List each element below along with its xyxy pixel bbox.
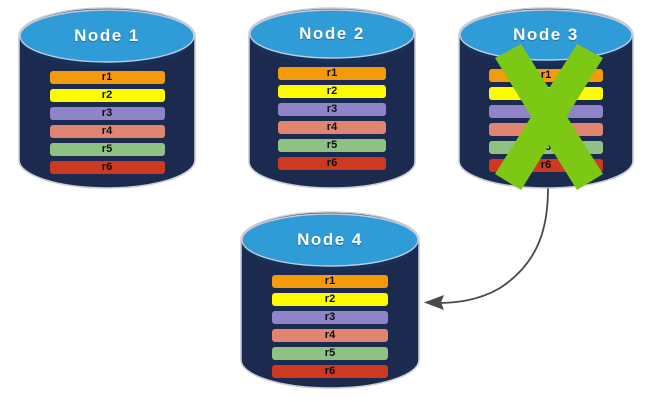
row-r4: r4: [489, 123, 603, 136]
cylinder-top: [459, 9, 633, 61]
row-r2: r2: [278, 85, 386, 98]
node-3-rows: r1 r2 r3 r4 r5 r6: [458, 69, 634, 172]
row-r6: r6: [489, 159, 603, 172]
row-r5: r5: [489, 141, 603, 154]
row-r1: r1: [272, 275, 388, 288]
row-r3: r3: [489, 105, 603, 118]
row-r3: r3: [272, 311, 388, 324]
row-r3: r3: [49, 107, 165, 120]
row-r1: r1: [49, 71, 165, 84]
row-r1: r1: [278, 67, 386, 80]
row-r1: r1: [489, 69, 603, 82]
row-r5: r5: [272, 347, 388, 360]
row-r6: r6: [49, 161, 165, 174]
node-1-rows: r1 r2 r3 r4 r5 r6: [18, 71, 196, 174]
row-r4: r4: [49, 125, 165, 138]
row-r2: r2: [272, 293, 388, 306]
row-r2: r2: [49, 89, 165, 102]
row-r3: r3: [278, 103, 386, 116]
node-2-rows: r1 r2 r3 r4 r5 r6: [248, 67, 416, 170]
node-4-rows: r1 r2 r3 r4 r5 r6: [240, 275, 420, 378]
cylinder-top: [249, 9, 415, 59]
arrow-line: [435, 188, 549, 304]
row-r4: r4: [272, 329, 388, 342]
row-r6: r6: [272, 365, 388, 378]
row-r2: r2: [489, 87, 603, 100]
cylinder-top: [241, 213, 419, 267]
row-r5: r5: [278, 139, 386, 152]
row-r5: r5: [49, 143, 165, 156]
cylinder-top: [19, 9, 195, 63]
arrow-head-icon: [424, 295, 444, 310]
row-r4: r4: [278, 121, 386, 134]
row-r6: r6: [278, 157, 386, 170]
